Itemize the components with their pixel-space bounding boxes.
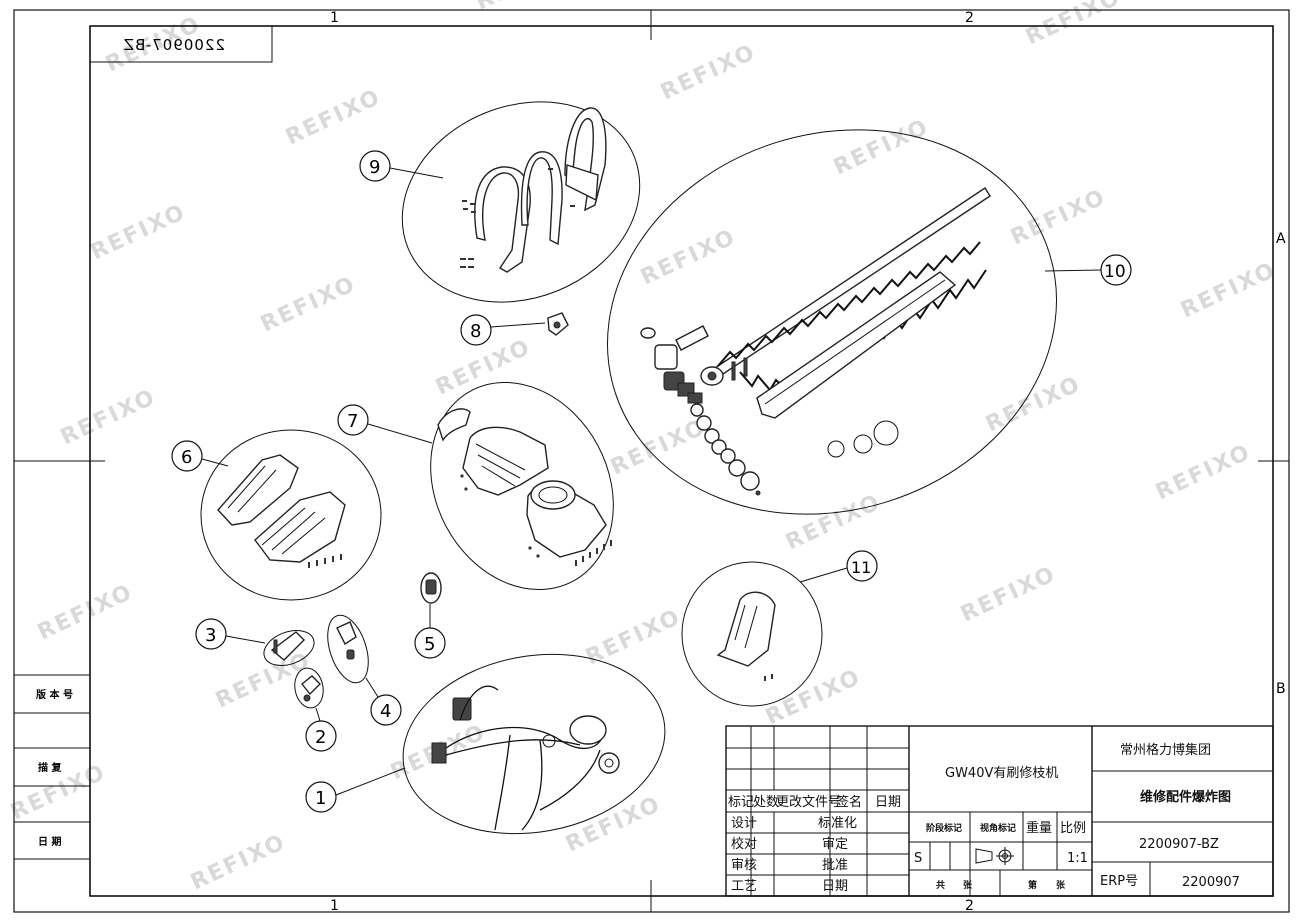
mirrored-drawing-code: 2200907-BZ bbox=[123, 36, 225, 54]
sheet-no-prefix: 第 bbox=[1028, 879, 1037, 891]
rev-header-sign: 签名 bbox=[836, 794, 862, 810]
scale-value: 1:1 bbox=[1067, 851, 1088, 866]
role-design: 设计 bbox=[731, 816, 757, 831]
sheet-no-suffix: 张 bbox=[1056, 879, 1066, 891]
watermark: REFIXO bbox=[57, 385, 160, 451]
part-group-11: 11 bbox=[681, 550, 878, 707]
zone-label-bottom-2: 2 bbox=[965, 898, 974, 914]
watermark: REFIXO bbox=[1007, 185, 1110, 251]
callout-7: 7 bbox=[347, 411, 358, 432]
stage-value: S bbox=[914, 851, 922, 866]
watermark: REFIXO bbox=[957, 562, 1060, 628]
rev-header-mark: 标记 bbox=[728, 795, 754, 810]
watermark: REFIXO bbox=[187, 830, 290, 896]
part-group-5: 5 bbox=[414, 572, 446, 659]
total-sheets-prefix: 共 bbox=[936, 879, 945, 891]
callout-1: 1 bbox=[315, 788, 326, 809]
role-date: 日期 bbox=[822, 879, 848, 894]
title-block: 标记 处数 更改文件号 签名 日期 设计 校对 审核 工艺 标准化 审定 批准 … bbox=[725, 725, 1274, 897]
side-label-trace: 描 复 bbox=[38, 761, 62, 774]
role-approve-final: 审定 bbox=[822, 837, 848, 852]
role-check: 校对 bbox=[731, 836, 757, 852]
callout-4: 4 bbox=[380, 701, 391, 722]
watermark: REFIXO bbox=[1177, 258, 1280, 324]
part-group-9-handles: 9 bbox=[359, 101, 641, 303]
projection-symbol-icon bbox=[975, 847, 1014, 865]
watermark: REFIXO bbox=[282, 85, 385, 151]
watermark: REFIXO bbox=[830, 115, 933, 181]
zone-label-bottom-1: 1 bbox=[330, 898, 339, 914]
weight-label: 重量 bbox=[1026, 820, 1052, 836]
zone-label-right-b: B bbox=[1276, 681, 1286, 697]
watermark: REFIXO bbox=[212, 648, 315, 714]
drawing-frame: 1 2 1 2 A B bbox=[13, 9, 1290, 914]
watermark: REFIXO bbox=[762, 665, 865, 731]
callout-11: 11 bbox=[851, 558, 871, 577]
watermark: REFIXO bbox=[34, 580, 137, 646]
zone-label-right-a: A bbox=[1276, 231, 1286, 247]
rev-header-file: 更改文件号 bbox=[776, 795, 841, 810]
watermark: REFIXO bbox=[982, 372, 1085, 438]
stage-label: 阶段标记 bbox=[926, 822, 962, 834]
zone-label-top-2: 2 bbox=[965, 10, 974, 26]
erp-label: ERP号 bbox=[1100, 874, 1138, 889]
total-sheets-suffix: 张 bbox=[963, 879, 973, 891]
part-group-2: 2 bbox=[294, 667, 337, 752]
drawing-title: 维修配件爆炸图 bbox=[1140, 789, 1231, 805]
part-group-10-blade: 10 bbox=[607, 129, 1132, 515]
part-group-1-wiring: 1 bbox=[305, 653, 666, 835]
part-group-3: 3 bbox=[195, 618, 315, 666]
projection-label: 视角标记 bbox=[980, 822, 1016, 834]
scale-label: 比例 bbox=[1060, 821, 1086, 836]
watermark: REFIXO bbox=[782, 490, 885, 556]
part-group-7-motor-housing: 7 bbox=[337, 381, 614, 591]
part-group-4: 4 bbox=[327, 614, 402, 726]
watermark-layer: REFIXO REFIXO REFIXO REFIXO REFIXO REFIX… bbox=[7, 0, 1280, 895]
company-name: 常州格力博集团 bbox=[1120, 742, 1211, 758]
side-label-date: 日 期 bbox=[38, 835, 61, 848]
callout-5: 5 bbox=[424, 634, 435, 655]
callout-8: 8 bbox=[470, 321, 481, 342]
role-review: 审核 bbox=[731, 858, 757, 873]
callout-9: 9 bbox=[369, 157, 380, 178]
callout-10: 10 bbox=[1104, 262, 1126, 282]
erp-value: 2200907 bbox=[1182, 875, 1240, 890]
part-group-8: 8 bbox=[460, 312, 569, 346]
callout-2: 2 bbox=[315, 727, 326, 748]
watermark: REFIXO bbox=[1152, 440, 1255, 506]
zone-label-top-1: 1 bbox=[330, 10, 339, 26]
watermark: REFIXO bbox=[637, 225, 740, 291]
watermark: REFIXO bbox=[472, 0, 575, 15]
callout-6: 6 bbox=[181, 447, 192, 468]
watermark: REFIXO bbox=[657, 40, 760, 106]
watermark: REFIXO bbox=[607, 415, 710, 481]
watermark: REFIXO bbox=[562, 792, 665, 858]
mirrored-code-box: 2200907-BZ bbox=[89, 25, 273, 63]
side-label-version: 版 本 号 bbox=[36, 688, 73, 701]
rev-header-date: 日期 bbox=[875, 795, 901, 810]
rev-header-count: 处数 bbox=[753, 795, 779, 810]
watermark: REFIXO bbox=[87, 200, 190, 266]
watermark: REFIXO bbox=[257, 272, 360, 338]
left-side-panel: 版 本 号 描 复 日 期 bbox=[14, 674, 90, 860]
role-standardize: 标准化 bbox=[818, 816, 857, 831]
watermark: REFIXO bbox=[432, 335, 535, 401]
callout-3: 3 bbox=[205, 625, 216, 646]
drawing-number: 2200907-BZ bbox=[1139, 837, 1219, 852]
part-group-6-battery-housing: 6 bbox=[171, 429, 382, 601]
role-approve: 批准 bbox=[822, 858, 848, 873]
product-name: GW40V有刷修枝机 bbox=[945, 766, 1058, 781]
role-process: 工艺 bbox=[731, 879, 757, 894]
